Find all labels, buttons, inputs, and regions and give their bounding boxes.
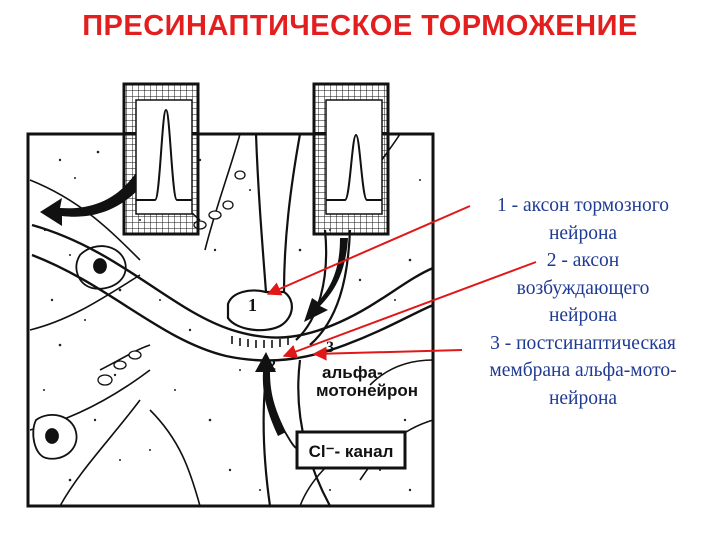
neuron-label-line2: мотонейрон [316, 381, 418, 400]
label-1: 1 [248, 295, 257, 315]
cl-channel-callout: Cl⁻- канал [284, 430, 407, 470]
axon-1-inhibitory [226, 133, 302, 332]
legend-line-8: нейрона [548, 387, 618, 409]
legend-line-1: 1 - аксон тормозного [496, 195, 670, 216]
flow-arrows [40, 170, 348, 436]
legend-pointer-arrows [266, 205, 537, 361]
legend-line-6: 3 - постсинаптическая [490, 332, 676, 354]
axon-2-excitatory [295, 229, 352, 346]
legend: 1 - аксон тормозного нейрона 2 - аксон в… [452, 192, 714, 412]
synapse-cleft-marks [231, 336, 289, 348]
recording-box-1 [122, 82, 200, 236]
legend-line-5: нейрона [548, 305, 618, 326]
cl-channel-label: Cl⁻- канал [309, 442, 394, 461]
main-axon [31, 223, 434, 362]
neuron-label-line1: альфа- [322, 363, 383, 382]
page-title: ПРЕСИНАПТИЧЕСКОЕ ТОРМОЖЕНИЕ [82, 10, 638, 42]
legend-line-7: мембрана альфа-мото- [489, 360, 677, 381]
label-2: 2 [268, 357, 276, 374]
legend-line-2: нейрона [548, 222, 618, 244]
legend-line-4: возбуждающего [516, 277, 650, 299]
label-3: 3 [326, 339, 334, 356]
recording-box-2 [312, 82, 390, 236]
legend-line-3: 2 - аксон [546, 250, 620, 271]
